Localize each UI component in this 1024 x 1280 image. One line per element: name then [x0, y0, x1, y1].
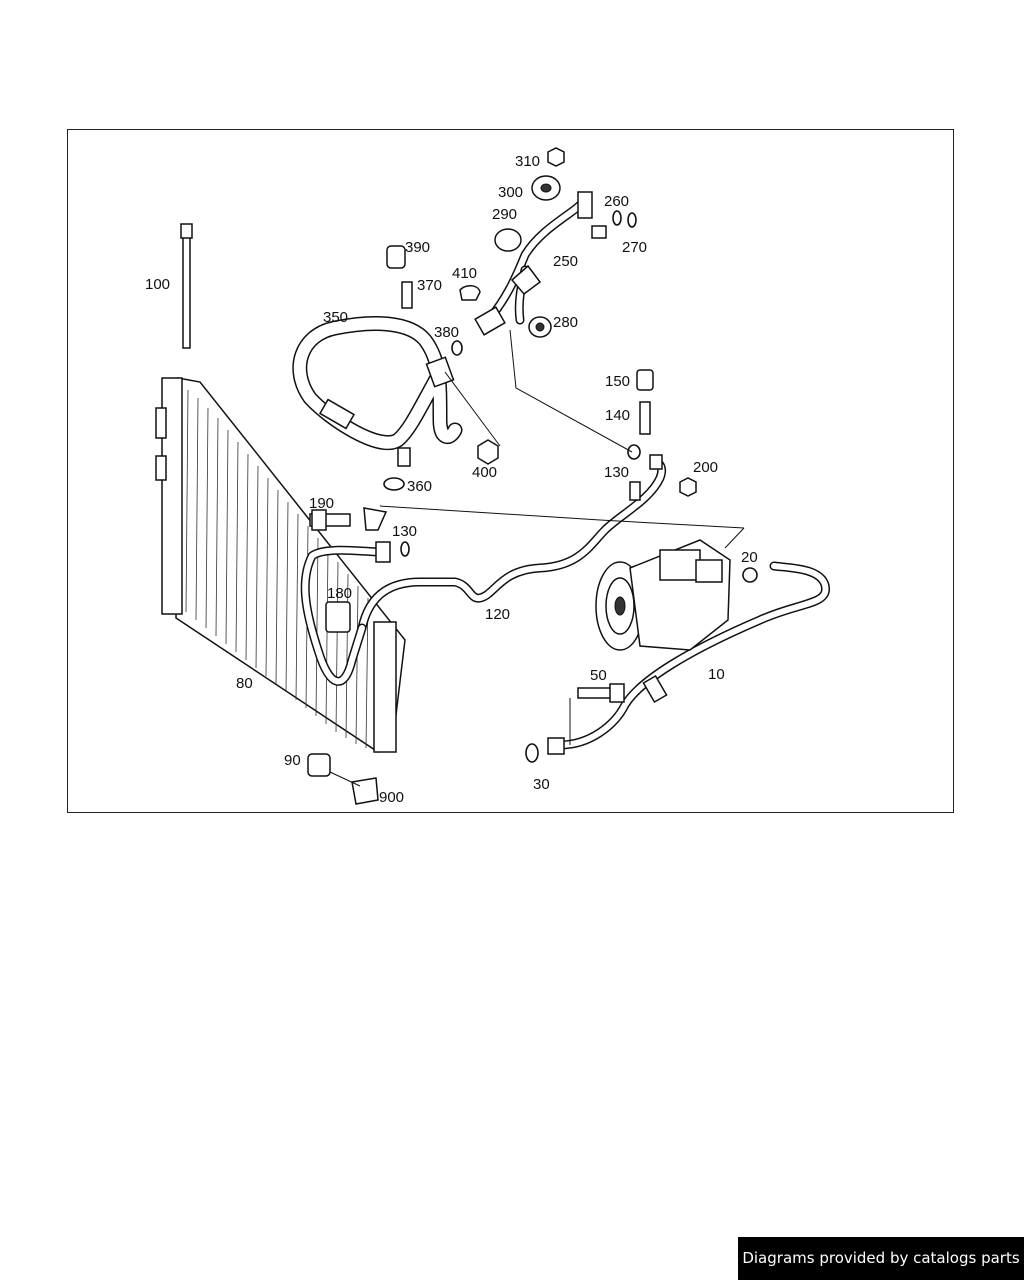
leader-lines	[329, 329, 745, 787]
label-90: 90	[284, 752, 301, 769]
label-390: 390	[405, 239, 430, 256]
label-270: 270	[622, 239, 647, 256]
label-130-lower: 130	[392, 523, 417, 540]
part-350-suction-hose	[292, 316, 463, 467]
label-10: 10	[708, 666, 725, 683]
label-900: 900	[379, 789, 404, 806]
label-310: 310	[515, 153, 540, 170]
label-250: 250	[553, 253, 578, 270]
label-360: 360	[407, 478, 432, 495]
diagram-frame	[67, 129, 954, 813]
label-140: 140	[605, 407, 630, 424]
label-50: 50	[590, 667, 607, 684]
part-250-pipe	[474, 191, 607, 336]
label-30: 30	[533, 776, 550, 793]
watermark-banner: Diagrams provided by catalogs parts	[738, 1237, 1024, 1280]
label-290: 290	[492, 206, 517, 223]
label-20: 20	[741, 549, 758, 566]
label-100: 100	[145, 276, 170, 293]
label-120: 120	[485, 606, 510, 623]
label-80: 80	[236, 675, 253, 692]
label-370: 370	[417, 277, 442, 294]
part-100-rod	[180, 223, 193, 349]
label-130-upper: 130	[604, 464, 629, 481]
label-380: 380	[434, 324, 459, 341]
small-parts	[307, 147, 758, 805]
label-300: 300	[498, 184, 523, 201]
label-180: 180	[327, 585, 352, 602]
label-400: 400	[472, 464, 497, 481]
label-280: 280	[553, 314, 578, 331]
part-labels: 310 300 290 260 270 250 390 410 370 100 …	[145, 153, 758, 806]
label-200: 200	[693, 459, 718, 476]
label-410: 410	[452, 265, 477, 282]
label-350: 350	[323, 309, 348, 326]
part-80-condenser	[155, 377, 406, 753]
part-compressor	[595, 539, 731, 651]
label-190: 190	[309, 495, 334, 512]
part-120-line	[300, 454, 667, 686]
label-260: 260	[604, 193, 629, 210]
label-150: 150	[605, 373, 630, 390]
part-10-hose	[547, 561, 830, 755]
